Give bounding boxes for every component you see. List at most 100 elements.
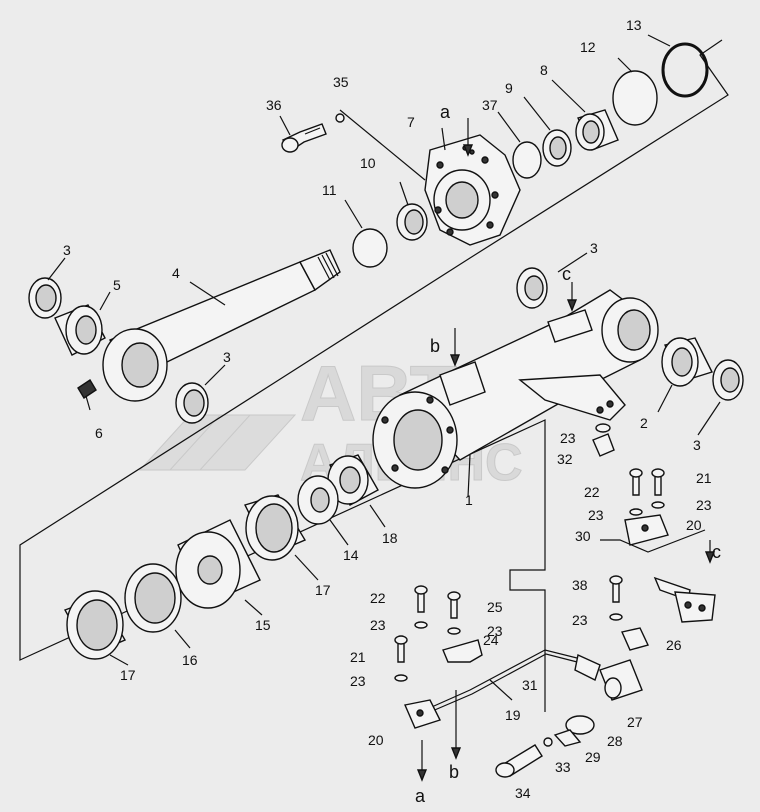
part-1-tube [372,289,659,489]
label-part-27: 27 [627,714,643,730]
label-part-20b: 20 [686,517,702,533]
part-3d-bushing [712,359,744,401]
label-part-18: 18 [382,530,398,546]
part-29-flange [553,729,582,747]
label-part-25: 25 [487,599,503,615]
arrows [416,118,716,782]
label-part-22a: 22 [584,484,600,500]
part-7-head [424,134,521,246]
part-20a-clamp [404,699,441,729]
part-labels: 1 2 3 3 3 3 4 5 6 7 8 9 10 11 12 13 14 1… [63,17,712,801]
label-part-7: 7 [407,114,415,130]
bolts-right [609,468,665,621]
label-part-1: 1 [465,492,473,508]
label-part-23b: 23 [696,497,712,513]
part-10-bushing [396,203,428,241]
part-5-bushing [54,304,106,356]
part-37-seal [512,141,542,179]
part-32-nut [592,433,615,457]
part-24-clamp [442,639,483,663]
label-part-8: 8 [540,62,548,78]
label-part-12: 12 [580,39,596,55]
label-part-14: 14 [343,547,359,563]
leader-lines [47,34,721,701]
part-30-clamp [600,514,706,553]
part-23-washer [595,423,611,433]
label-part-21b: 21 [350,649,366,665]
part-11-oring [352,228,388,268]
arrow-label-c-right: c [712,542,721,562]
label-part-30: 30 [575,528,591,544]
label-part-16: 16 [182,652,198,668]
part-14-ring [297,475,339,525]
label-part-3d: 3 [693,437,701,453]
label-part-15: 15 [255,617,271,633]
part-15-piston [175,519,261,609]
label-part-34: 34 [515,785,531,801]
label-part-19: 19 [505,707,521,723]
label-part-35: 35 [333,74,349,90]
label-part-29: 29 [585,749,601,765]
part-3b-bushing [175,382,209,424]
label-part-3a: 3 [63,242,71,258]
label-part-31: 31 [522,677,538,693]
label-part-5: 5 [113,277,121,293]
label-part-33: 33 [555,759,571,775]
label-part-10: 10 [360,155,376,171]
label-part-23c: 23 [588,507,604,523]
leader-35 [339,109,426,181]
arrow-label-a-bottom: a [415,786,426,806]
part-18-nut [327,454,379,506]
label-part-26: 26 [666,637,682,653]
label-part-17b: 17 [120,667,136,683]
label-part-23f: 23 [487,623,503,639]
label-part-37: 37 [482,97,498,113]
part-3c-bushing [516,267,548,309]
label-part-3c: 3 [590,240,598,256]
label-part-13: 13 [626,17,642,33]
part-9-ring [542,129,572,167]
label-part-32: 32 [557,451,573,467]
bolts-left [394,585,461,682]
part-17a-ring [244,494,307,561]
part-3a-bushing [28,277,62,319]
part-35-washer [335,113,345,123]
label-part-3b: 3 [223,349,231,365]
arrow-label-b-mid: b [430,336,440,356]
label-part-9: 9 [505,80,513,96]
part-2-bushing [661,337,713,387]
part-19-pipe [424,649,586,711]
part-12-ring [612,70,658,126]
label-part-24: 24 [483,632,499,648]
label-part-2: 2 [640,415,648,431]
part-20b-fitting [653,576,716,623]
label-part-21a: 21 [696,470,712,486]
arrow-label-b-bottom: b [449,762,459,782]
label-part-38: 38 [572,577,588,593]
part-17b-ring [63,590,127,660]
label-part-20a: 20 [368,732,384,748]
part-4-rod [102,249,341,402]
part-36-bolt [281,123,327,153]
label-part-23a: 23 [560,430,576,446]
arrow-labels: a b c c b a [415,102,721,806]
part-13-oring [661,42,709,98]
label-part-22b: 22 [370,590,386,606]
part-26-plate [621,627,649,651]
label-part-23d: 23 [572,612,588,628]
part-16-ring [124,563,182,633]
label-part-23e: 23 [370,617,386,633]
part-6-nipple [77,379,97,399]
label-part-6: 6 [95,425,103,441]
label-part-23g: 23 [350,673,366,689]
label-part-36: 36 [266,97,282,113]
part-27-block [599,659,643,701]
part-8-bushing [575,109,619,151]
part-33-washer [543,737,553,747]
label-part-17a: 17 [315,582,331,598]
label-part-28: 28 [607,733,623,749]
part-31-fitting [574,653,601,681]
arrow-label-a-top: a [440,102,451,122]
